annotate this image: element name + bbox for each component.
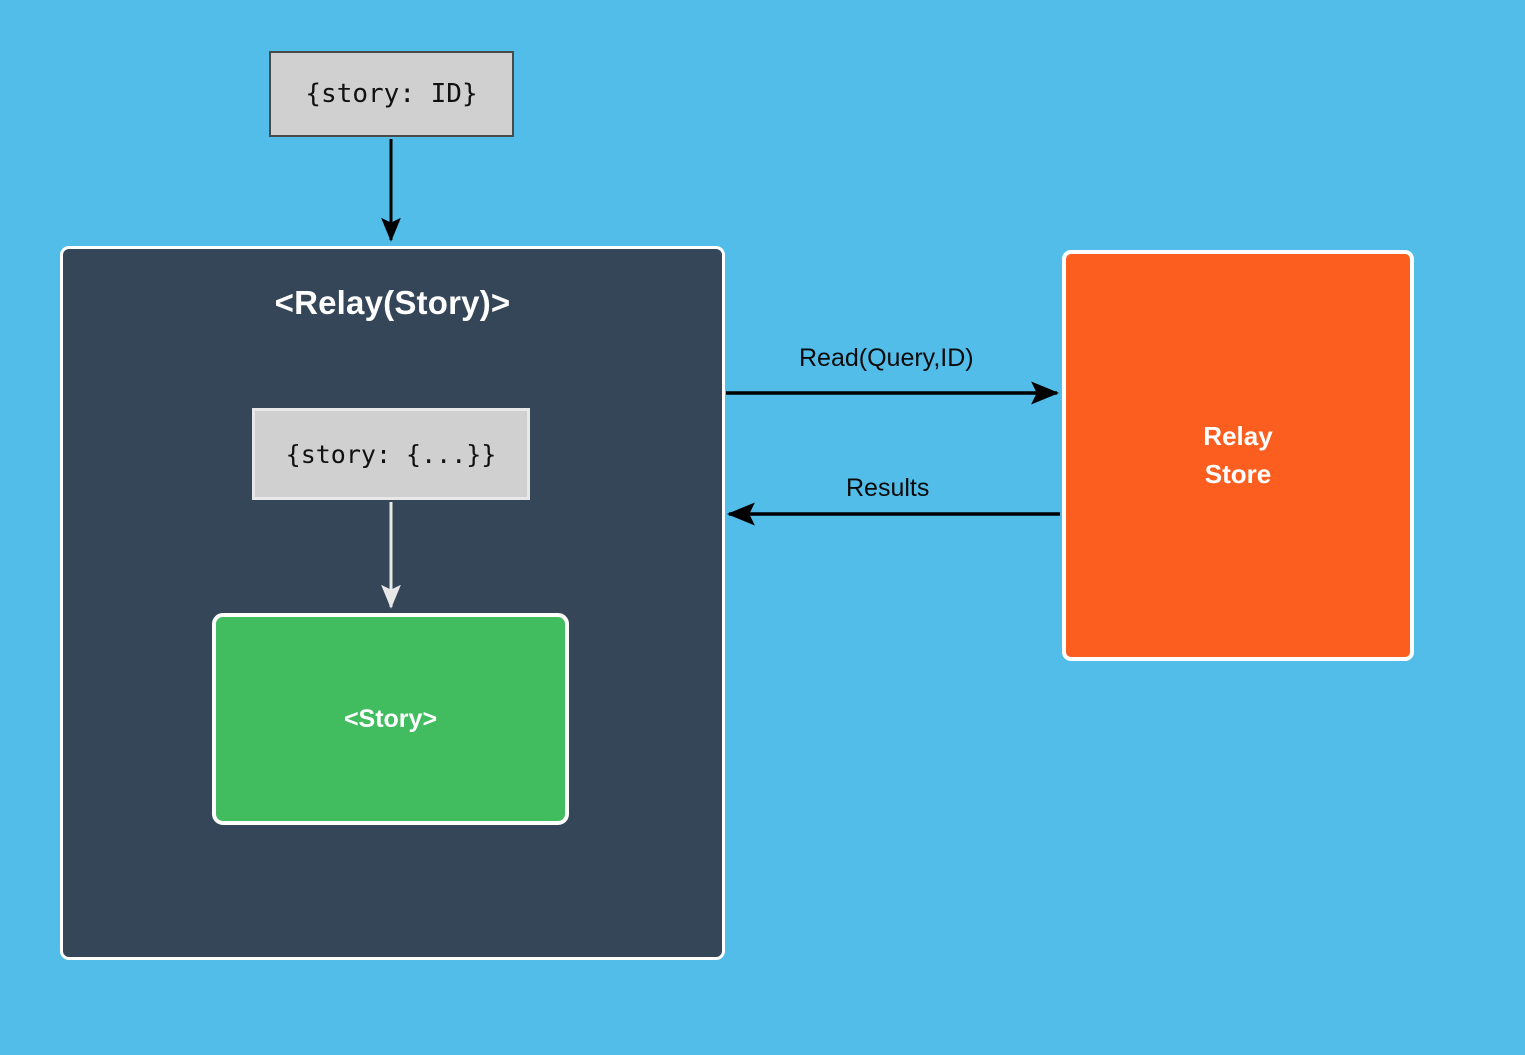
props-id-node: {story: ID} [269, 51, 514, 137]
relay-story-container-node: <Relay(Story)> [60, 246, 725, 960]
relay-store-label-line2: Store [1204, 458, 1272, 489]
props-data-label: {story: {...}} [285, 439, 497, 469]
relay-story-container-label: <Relay(Story)> [274, 284, 511, 321]
props-data-node: {story: {...}} [252, 408, 530, 500]
story-node: <Story> [212, 613, 569, 825]
story-label: <Story> [343, 704, 438, 733]
edge-label-read-query: Read(Query,ID) [799, 344, 974, 372]
edge-label-results: Results [846, 474, 930, 502]
relay-store-label-line1: Relay [1203, 420, 1273, 451]
props-id-label: {story: ID} [305, 79, 478, 109]
relay-store-node: Relay Store [1062, 250, 1414, 661]
